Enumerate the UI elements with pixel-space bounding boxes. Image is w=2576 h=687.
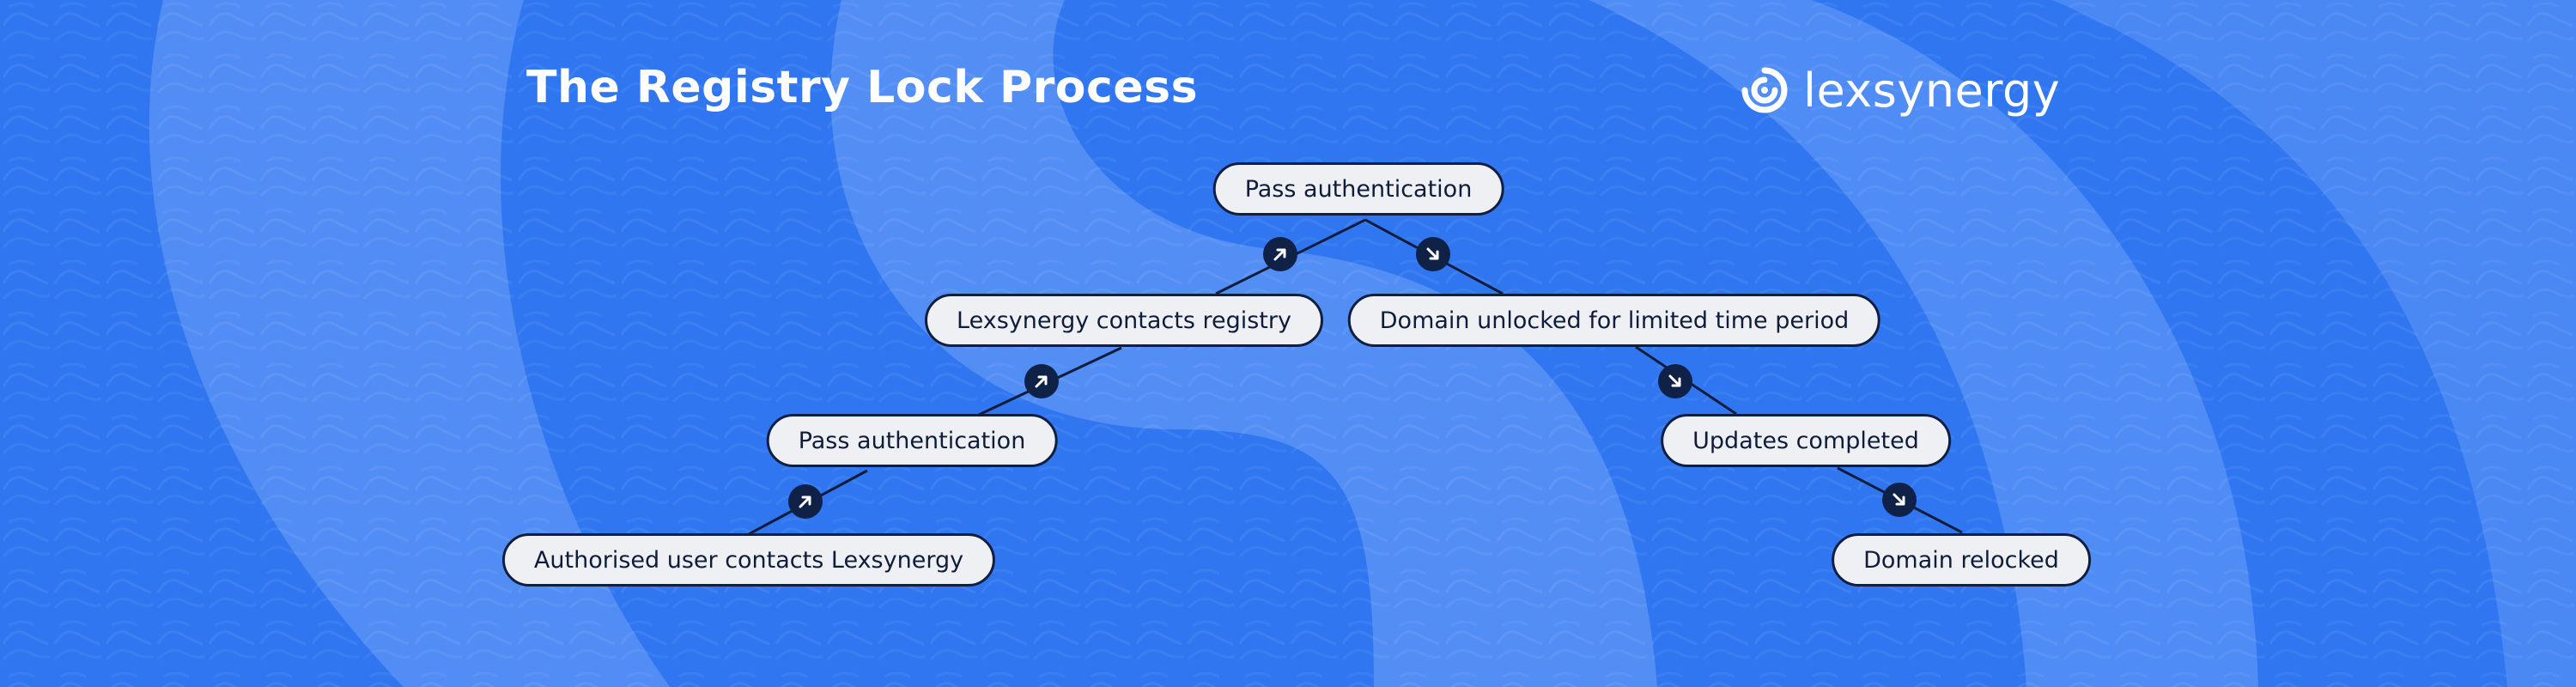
brand-name: lexsynergy [1803,63,2061,118]
connector-badge [1882,483,1917,517]
step-label: Lexsynergy contacts registry [957,307,1291,334]
step-updates-completed: Updates completed [1661,414,1951,467]
connector-badge [1024,364,1059,398]
step-pass-authentication-first: Pass authentication [766,414,1058,467]
step-lexsynergy-contacts-registry: Lexsynergy contacts registry [925,294,1323,347]
step-label: Pass authentication [798,428,1026,454]
connector-badge [1658,364,1692,398]
connector-badge [1263,237,1297,271]
step-domain-relocked: Domain relocked [1832,533,2091,587]
arrow-up-right-icon [1273,248,1286,261]
step-pass-authentication-second: Pass authentication [1212,162,1504,216]
swirl-logo-icon [1741,67,1788,113]
brand-logo: lexsynergy [1740,60,2060,120]
step-label: Domain relocked [1863,547,2059,574]
step-label: Pass authentication [1244,176,1473,203]
connector-badge [788,484,823,519]
step-domain-unlocked: Domain unlocked for limited time period [1347,294,1881,347]
page-title: The Registry Lock Process [526,62,1199,113]
step-label: Updates completed [1692,428,1919,454]
arrow-down-right-icon [1668,374,1681,387]
step-authorised-user-contacts: Authorised user contacts Lexsynergy [501,533,996,587]
step-label: Authorised user contacts Lexsynergy [533,547,964,574]
connector-badge [1416,237,1450,271]
arrow-down-right-icon [1893,493,1905,506]
arrow-down-right-icon [1426,247,1439,260]
arrow-up-right-icon [799,495,811,508]
step-label: Domain unlocked for limited time period [1379,307,1850,334]
arrow-up-right-icon [1035,375,1048,388]
